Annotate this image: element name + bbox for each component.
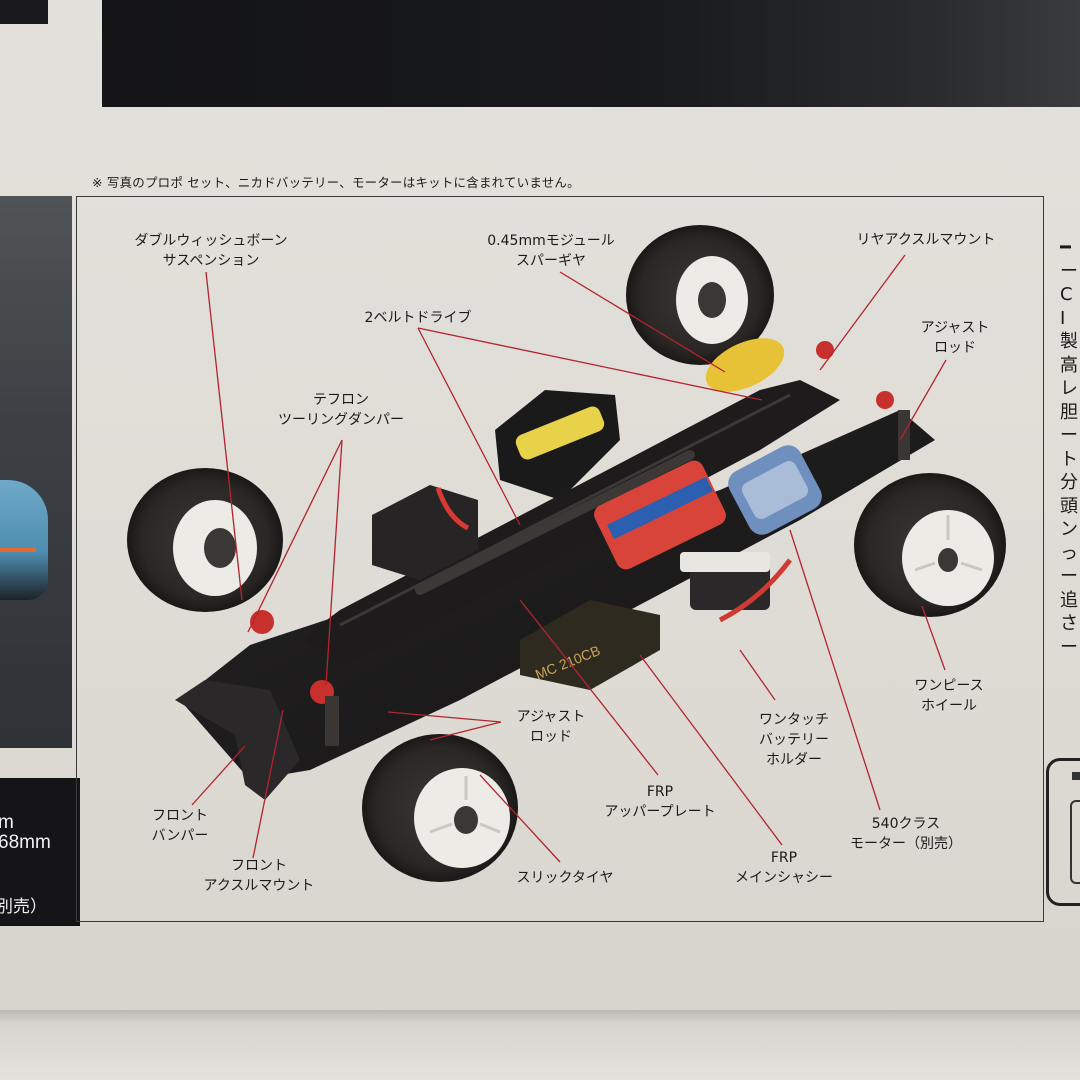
label-540-motor: 540クラスモーター（別売） bbox=[850, 816, 962, 852]
battery-holder-shape bbox=[690, 560, 770, 610]
label-battery-holder: ワンタッチバッテリーホルダー bbox=[759, 712, 829, 768]
rounded-icon-frame bbox=[1046, 758, 1080, 906]
label-front-adjust-rod: アジャストロッド bbox=[516, 709, 586, 745]
motor-shape bbox=[728, 445, 822, 535]
table-surface bbox=[0, 1010, 1080, 1080]
label-rear-axle-mount: リヤアクスルマウント bbox=[856, 232, 996, 248]
front-right-wheel bbox=[362, 734, 518, 882]
rear-left-wheel bbox=[626, 225, 774, 365]
left-car-photo bbox=[0, 196, 72, 748]
top-photo-panel bbox=[102, 0, 1080, 107]
diagram-frame bbox=[76, 196, 1044, 922]
kit-contents-notice: ※ 写真のプロポ セット、ニカドバッテリー、モーターはキットに含まれていません。 bbox=[92, 175, 580, 190]
label-front-axle-mount: フロントアクスルマウント bbox=[203, 858, 315, 894]
front-left-wheel bbox=[127, 468, 283, 612]
spec-line-1: m bbox=[0, 812, 14, 833]
right-column-text: ━ ー C I 製 高 レ 胆 ー ト 分 頭 ン っ ー 追 さ ー bbox=[1060, 237, 1078, 658]
label-teflon-touring-damper: テフロンツーリングダンパー bbox=[278, 392, 404, 428]
front-bumper-shape bbox=[175, 680, 300, 800]
spur-gear-shape bbox=[705, 338, 785, 392]
icon-bar bbox=[1072, 772, 1080, 780]
esc-unit: MC 210CB bbox=[520, 600, 660, 690]
label-belt-drive: 2ベルトドライブ bbox=[364, 310, 472, 326]
icon-inner-frame bbox=[1070, 800, 1080, 884]
servo bbox=[372, 485, 478, 580]
label-spur-gear: 0.45mmモジュールスパーギヤ bbox=[487, 233, 615, 269]
label-front-bumper: フロントバンパー bbox=[151, 808, 209, 844]
label-slick-tire: スリックタイヤ bbox=[516, 870, 614, 886]
left-car-body-shape bbox=[0, 480, 48, 600]
label-rear-adjust-rod: アジャストロッド bbox=[920, 320, 990, 356]
rear-right-wheel bbox=[854, 473, 1006, 617]
label-one-piece-wheel: ワンピースホイール bbox=[914, 678, 984, 714]
spec-line-2: 68mm bbox=[0, 832, 51, 853]
battery-pack bbox=[495, 390, 726, 570]
left-car-stripe bbox=[0, 548, 36, 552]
spec-line-3: 別売） bbox=[0, 897, 47, 916]
leader-lines bbox=[191, 254, 947, 863]
upper-deck bbox=[300, 380, 840, 665]
top-left-photo-panel bbox=[0, 0, 48, 24]
spec-panel bbox=[0, 778, 80, 926]
label-double-wishbone-suspension: ダブルウィッシュボーンサスペンション bbox=[134, 233, 288, 269]
